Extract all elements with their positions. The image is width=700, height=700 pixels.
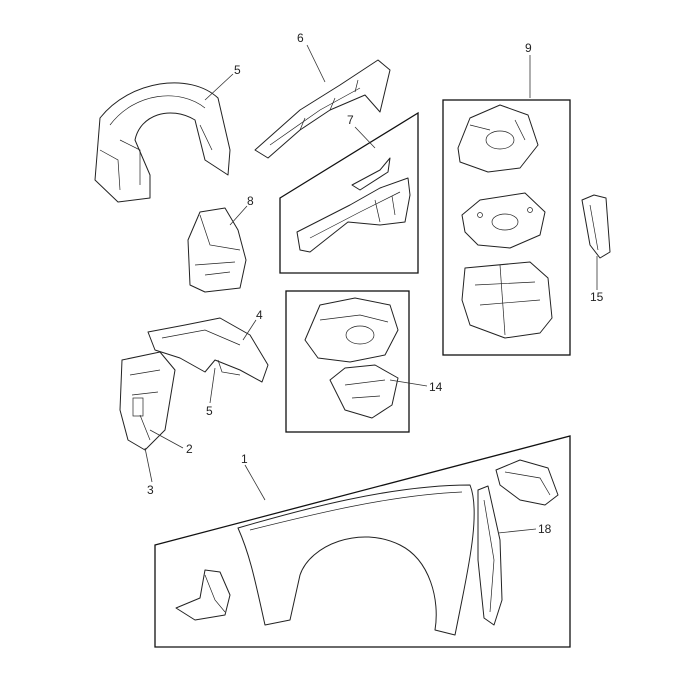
leader-1	[244, 464, 266, 501]
leader-8	[229, 205, 248, 226]
inner-panel-assembly	[304, 297, 399, 419]
callout-2: 2	[186, 442, 193, 456]
leader-4	[242, 319, 257, 341]
callout-1: 1	[241, 452, 248, 466]
frame-rail-upper	[254, 59, 391, 159]
leader-5a	[204, 73, 234, 101]
fender-lower-bracket	[175, 569, 231, 621]
trim-strip	[581, 194, 611, 259]
group-box-1	[154, 435, 571, 648]
callout-5-lower: 5	[206, 404, 213, 418]
callout-15: 15	[590, 290, 604, 304]
callout-3: 3	[147, 483, 154, 497]
leader-14	[389, 379, 428, 387]
leader-18	[497, 528, 537, 534]
front-fender	[237, 484, 475, 636]
callout-5-upper: 5	[234, 63, 241, 77]
leader-3	[144, 447, 153, 483]
group-box-7	[279, 111, 419, 274]
fender-brace	[495, 459, 559, 506]
group-box-14	[285, 290, 410, 433]
wheelhouse-liner-lower	[147, 317, 269, 383]
wheelhouse-liner-upper	[94, 82, 231, 203]
callout-6: 6	[297, 31, 304, 45]
bracket-assembly	[187, 207, 247, 293]
callout-14: 14	[429, 380, 443, 394]
callout-4: 4	[256, 308, 263, 322]
callout-9: 9	[525, 41, 532, 55]
rail-reinforcement	[296, 157, 411, 253]
leader-5b	[209, 367, 216, 404]
shock-tower-plate	[461, 192, 546, 249]
group-box-9	[442, 99, 571, 356]
leader-2	[149, 429, 184, 449]
shock-tower-upper	[457, 104, 539, 173]
callout-8: 8	[247, 194, 254, 208]
splash-shield	[119, 351, 176, 451]
callout-18: 18	[538, 522, 552, 536]
leader-7	[354, 126, 376, 149]
shock-tower-lower	[461, 261, 553, 339]
callout-7: 7	[347, 113, 354, 127]
fender-support-bracket	[477, 485, 503, 626]
leader-6	[306, 44, 326, 83]
